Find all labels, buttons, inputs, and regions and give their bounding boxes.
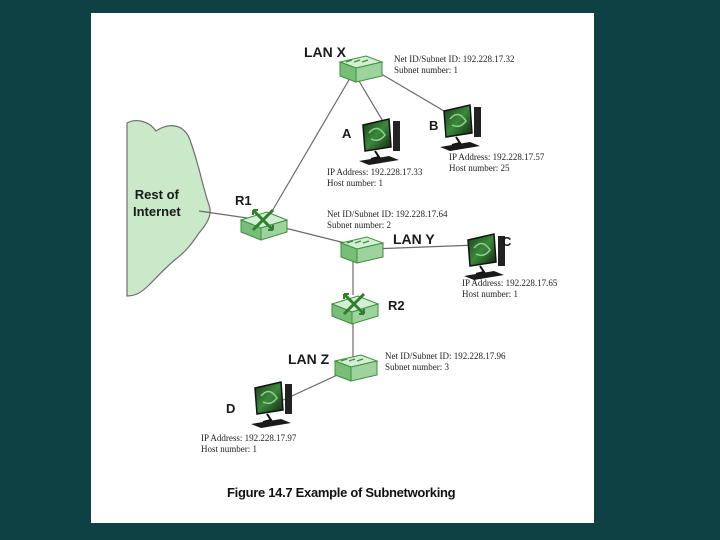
lan-y-subnet: Subnet number: 2 (327, 220, 391, 230)
host-c-label: C (502, 234, 512, 249)
host-d-computer (250, 381, 293, 429)
host-d-info: IP Address: 192.228.17.97 Host number: 1 (201, 433, 296, 455)
lan-z-label: LAN Z (288, 351, 330, 367)
lan-z-hub (334, 354, 378, 382)
host-b-ip: IP Address: 192.228.17.57 (449, 152, 545, 162)
figure-caption: Figure 14.7 Example of Subnetworking (227, 485, 456, 500)
host-c-number: Host number: 1 (462, 289, 518, 299)
internet-cloud (126, 120, 211, 297)
lan-x-hub (339, 55, 383, 83)
host-c-ip: IP Address: 192.228.17.65 (462, 278, 558, 288)
router-r1 (239, 208, 289, 242)
host-b-info: IP Address: 192.228.17.57 Host number: 2… (449, 152, 544, 174)
host-a-label: A (342, 126, 352, 141)
cloud-label-line1: Rest of (134, 187, 179, 202)
lan-y-info: Net ID/Subnet ID: 192.228.17.64 Subnet n… (327, 209, 448, 231)
lan-y-label: LAN Y (393, 231, 435, 247)
cloud-label: Rest of Internet (133, 186, 181, 220)
host-a-info: IP Address: 192.228.17.33 Host number: 1 (327, 167, 422, 189)
host-d-label: D (226, 401, 236, 416)
network-diagram (126, 55, 506, 429)
router-r1-label: R1 (235, 193, 252, 208)
lan-y-netid: Net ID/Subnet ID: 192.228.17.64 (327, 209, 448, 219)
host-b-computer (439, 104, 482, 152)
router-r2-label: R2 (388, 298, 405, 313)
host-c-computer (463, 233, 506, 281)
lan-z-netid: Net ID/Subnet ID: 192.228.17.96 (385, 351, 506, 361)
host-b-number: Host number: 25 (449, 163, 510, 173)
host-a-number: Host number: 1 (327, 178, 383, 188)
lan-x-netid: Net ID/Subnet ID: 192.228.17.32 (394, 54, 515, 64)
router-r2 (330, 292, 380, 326)
host-b-label: B (429, 118, 439, 133)
slide: Rest of Internet R1 R2 LAN X LAN Y LAN Z… (91, 13, 594, 523)
lan-x-info: Net ID/Subnet ID: 192.228.17.32 Subnet n… (394, 54, 515, 76)
host-a-ip: IP Address: 192.228.17.33 (327, 167, 423, 177)
lan-x-subnet: Subnet number: 1 (394, 65, 458, 75)
lan-x-label: LAN X (304, 44, 346, 60)
lan-z-info: Net ID/Subnet ID: 192.228.17.96 Subnet n… (385, 351, 506, 373)
lan-y-hub (340, 236, 384, 264)
host-d-number: Host number: 1 (201, 444, 257, 454)
host-c-info: IP Address: 192.228.17.65 Host number: 1 (462, 278, 557, 300)
host-a-computer (358, 118, 401, 166)
lan-z-subnet: Subnet number: 3 (385, 362, 449, 372)
host-d-ip: IP Address: 192.228.17.97 (201, 433, 297, 443)
cloud-label-line2: Internet (133, 204, 181, 219)
